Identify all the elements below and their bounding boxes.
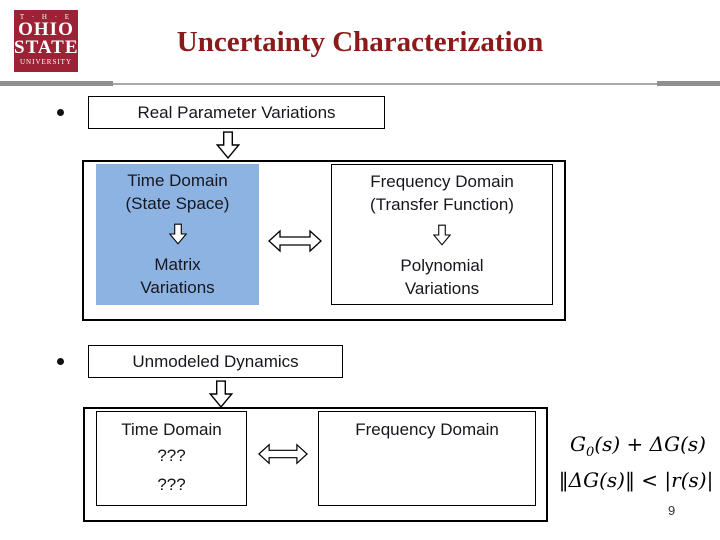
formula-norm-bound: ‖ΔG(s)‖ < |r(s)| <box>558 468 714 492</box>
formula-uncertain-plant: G0(s) + ΔG(s) <box>570 432 706 460</box>
variations-line: Variations <box>404 279 480 298</box>
double-horizontal-arrow-icon <box>268 229 322 253</box>
unmodeled-dynamics-box: Unmodeled Dynamics <box>88 345 343 378</box>
logo-ohio-text: OHIO <box>18 19 74 40</box>
frequency-domain-transfer-function-box: Frequency Domain (Transfer Function) Pol… <box>331 164 553 305</box>
slide-title: Uncertainty Characterization <box>176 26 544 58</box>
page-number: 9 <box>668 503 676 518</box>
time-domain-unknown-box: Time Domain ??? ??? <box>96 411 247 506</box>
state-space-line: (State Space) <box>125 194 230 213</box>
time-domain-line: Time Domain <box>127 171 228 190</box>
bullet-dot <box>57 109 64 116</box>
time-domain-line: Time Domain <box>121 420 222 439</box>
real-parameter-variations-box: Real Parameter Variations <box>88 96 385 129</box>
unmodeled-dynamics-label: Unmodeled Dynamics <box>132 351 299 371</box>
header-divider-right <box>657 81 720 86</box>
variations-line: Variations <box>140 278 215 297</box>
polynomial-line: Polynomial <box>400 256 484 275</box>
matrix-line: Matrix <box>154 255 201 274</box>
down-block-arrow-icon <box>215 131 241 159</box>
frequency-domain-line: Frequency Domain <box>355 420 499 439</box>
osu-logo: T · H · E OHIO STATE UNIVERSITY <box>14 10 78 72</box>
logo-university-text: UNIVERSITY <box>20 58 72 66</box>
bullet-dot <box>57 358 64 365</box>
logo-the-text: T · H · E <box>19 13 73 21</box>
header-divider-left <box>0 81 113 86</box>
down-block-arrow-icon <box>433 224 451 246</box>
question-marks-line: ??? <box>157 446 186 465</box>
double-horizontal-arrow-icon <box>258 443 308 465</box>
real-parameter-variations-label: Real Parameter Variations <box>137 102 336 122</box>
frequency-domain-line: Frequency Domain <box>370 172 514 191</box>
transfer-function-line: (Transfer Function) <box>370 195 514 214</box>
question-marks-line: ??? <box>157 475 186 494</box>
time-domain-state-space-box: Time Domain (State Space) Matrix Variati… <box>96 164 259 305</box>
down-block-arrow-icon <box>208 380 234 408</box>
logo-state-text: STATE <box>14 37 79 58</box>
header-divider-middle <box>113 83 657 85</box>
down-block-arrow-icon <box>168 223 187 245</box>
frequency-domain-box: Frequency Domain <box>318 411 536 506</box>
